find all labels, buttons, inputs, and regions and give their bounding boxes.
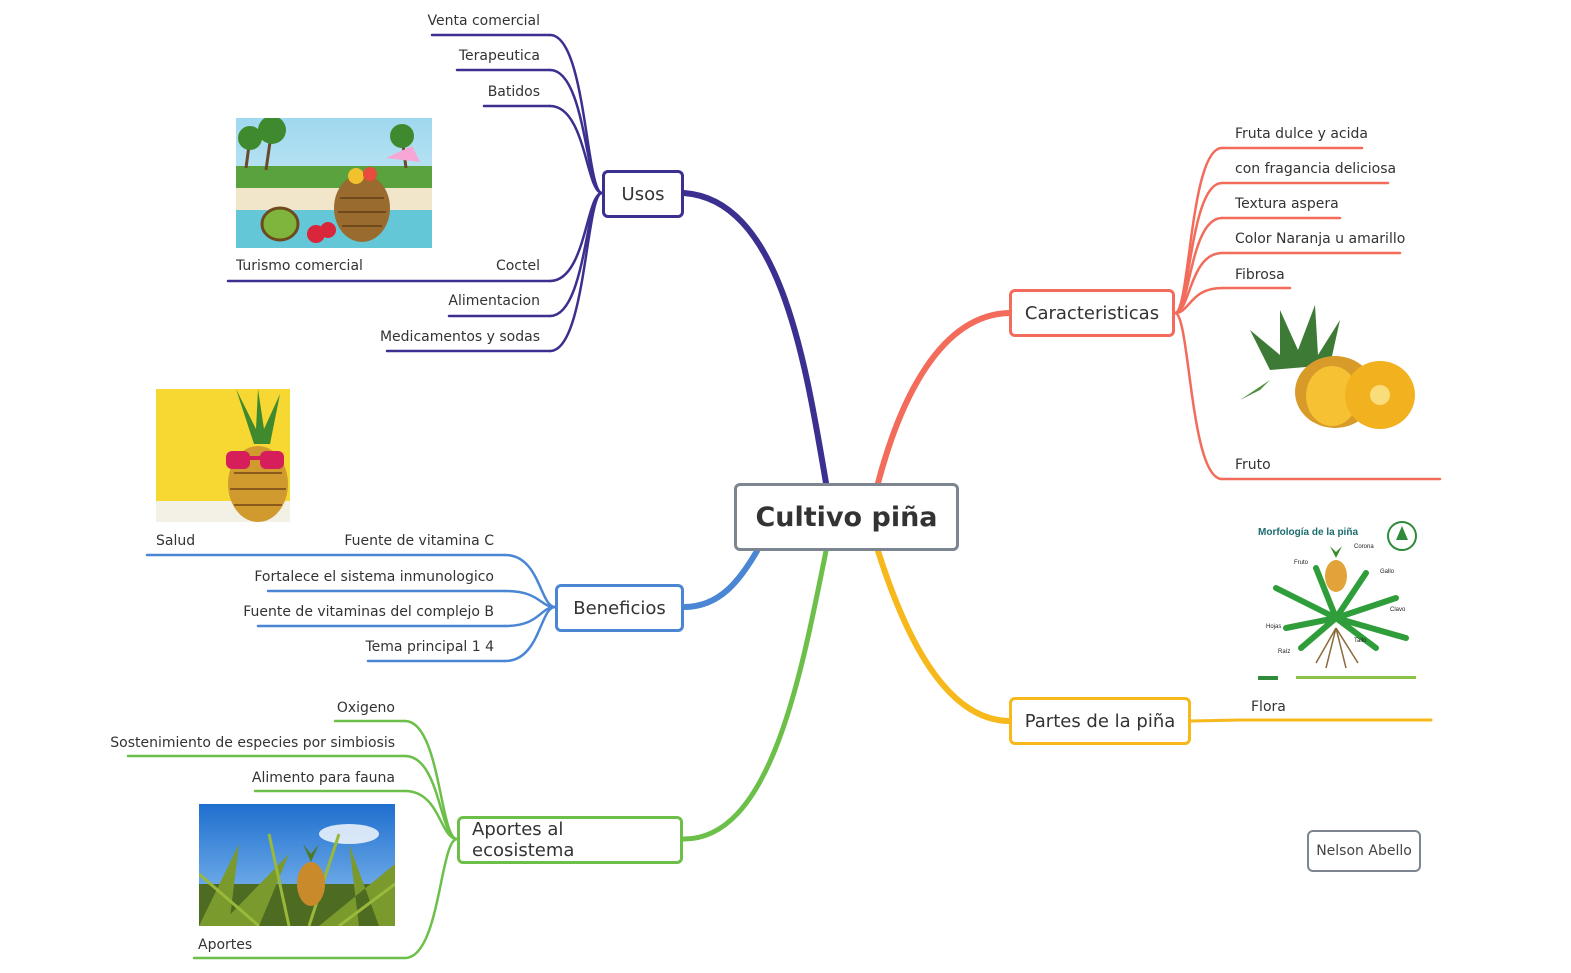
subtopic-batidos[interactable]: Batidos [487,84,540,100]
subtopic-oxigeno[interactable]: Oxigeno [336,700,395,716]
morphology-tallo: Tallo [1354,638,1367,644]
subtopic-turismo-comercial[interactable]: Turismo comercial [236,258,363,274]
subtopic-fibrosa[interactable]: Fibrosa [1235,267,1285,283]
subtopic-alimentacion[interactable]: Alimentacion [448,293,540,309]
subtopic-coctel[interactable]: Coctel [495,258,540,274]
subtopic-medicamentos-y-sodas[interactable]: Medicamentos y sodas [379,329,540,345]
pineapple-morphology-image[interactable]: Morfología de la piña Corona Fruto Gallo… [1256,518,1418,686]
edge-ecosistema-leaf [403,789,459,841]
edge-beneficios-leaf [503,589,557,609]
edge-ecosistema-leaf [403,837,459,960]
subtopic-textura-aspera[interactable]: Textura aspera [1235,196,1339,212]
edge-beneficios-leaf [503,553,557,609]
subtopic-tema-principal-1-4[interactable]: Tema principal 1 4 [365,639,494,655]
edge-partes [875,548,1012,724]
subtopic-aportes[interactable]: Aportes [198,937,253,953]
topic-partes-de-la-pina[interactable]: Partes de la piña [1009,697,1191,745]
central-topic[interactable]: Cultivo piña [734,483,959,551]
subtopic-fuente-vitaminas-complejo-b[interactable]: Fuente de vitaminas del complejo B [243,604,494,620]
edge-usos [681,190,829,486]
pineapple-cocktail-beach-image[interactable] [236,118,432,248]
subtopic-terapeutica[interactable]: Terapeutica [458,48,540,64]
edge-beneficios-leaf [503,605,557,628]
author-label[interactable]: Nelson Abello [1307,830,1421,872]
morphology-corona: Corona [1354,544,1374,550]
subtopic-salud[interactable]: Salud [156,533,196,549]
pineapple-field-image[interactable] [199,804,395,926]
morphology-title: Morfología de la piña [1258,527,1358,538]
underline-partes [1189,718,1433,723]
edge-caracteristicas-leaf [1173,311,1224,481]
pineapple-fruit-image[interactable] [1240,300,1420,435]
subtopic-fortalece-sistema-inmunologico[interactable]: Fortalece el sistema inmunologico [254,569,494,585]
morphology-gallo: Gallo [1380,569,1395,575]
edge-beneficios [681,548,760,610]
edge-usos-leaf [548,191,604,353]
topic-caracteristicas[interactable]: Caracteristicas [1009,289,1175,337]
morphology-fruto: Fruto [1294,560,1309,566]
edge-caracteristicas [875,310,1012,486]
subtopic-fruto[interactable]: Fruto [1235,457,1271,473]
subtopic-flora[interactable]: Flora [1251,699,1286,715]
subtopic-color-naranja-u-amarillo[interactable]: Color Naranja u amarillo [1235,231,1406,247]
edge-usos-leaf [548,33,604,195]
topic-aportes-al-ecosistema[interactable]: Aportes al ecosistema [457,816,683,864]
edge-ecosistema [680,548,829,842]
morphology-raiz: Raíz [1278,649,1290,655]
subtopic-venta-comercial[interactable]: Venta comercial [427,13,540,29]
edge-caracteristicas-leaf [1173,286,1224,315]
subtopic-fuente-de-vitamina-c[interactable]: Fuente de vitamina C [344,533,494,549]
subtopic-alimento-para-fauna[interactable]: Alimento para fauna [251,770,395,786]
morphology-clavo: Clavo [1390,607,1406,613]
pineapple-sunglasses-image[interactable] [156,389,290,522]
subtopic-fruta-dulce-y-acida[interactable]: Fruta dulce y acida [1235,126,1368,142]
edge-usos-leaf [548,104,604,195]
topic-beneficios[interactable]: Beneficios [555,584,684,632]
topic-usos[interactable]: Usos [602,170,684,218]
edge-beneficios-leaf [503,605,557,663]
subtopic-sostenimiento-especies[interactable]: Sostenimiento de especies por simbiosis [110,735,395,751]
morphology-hojas: Hojas [1266,624,1281,630]
subtopic-con-fragancia-deliciosa[interactable]: con fragancia deliciosa [1235,161,1397,177]
